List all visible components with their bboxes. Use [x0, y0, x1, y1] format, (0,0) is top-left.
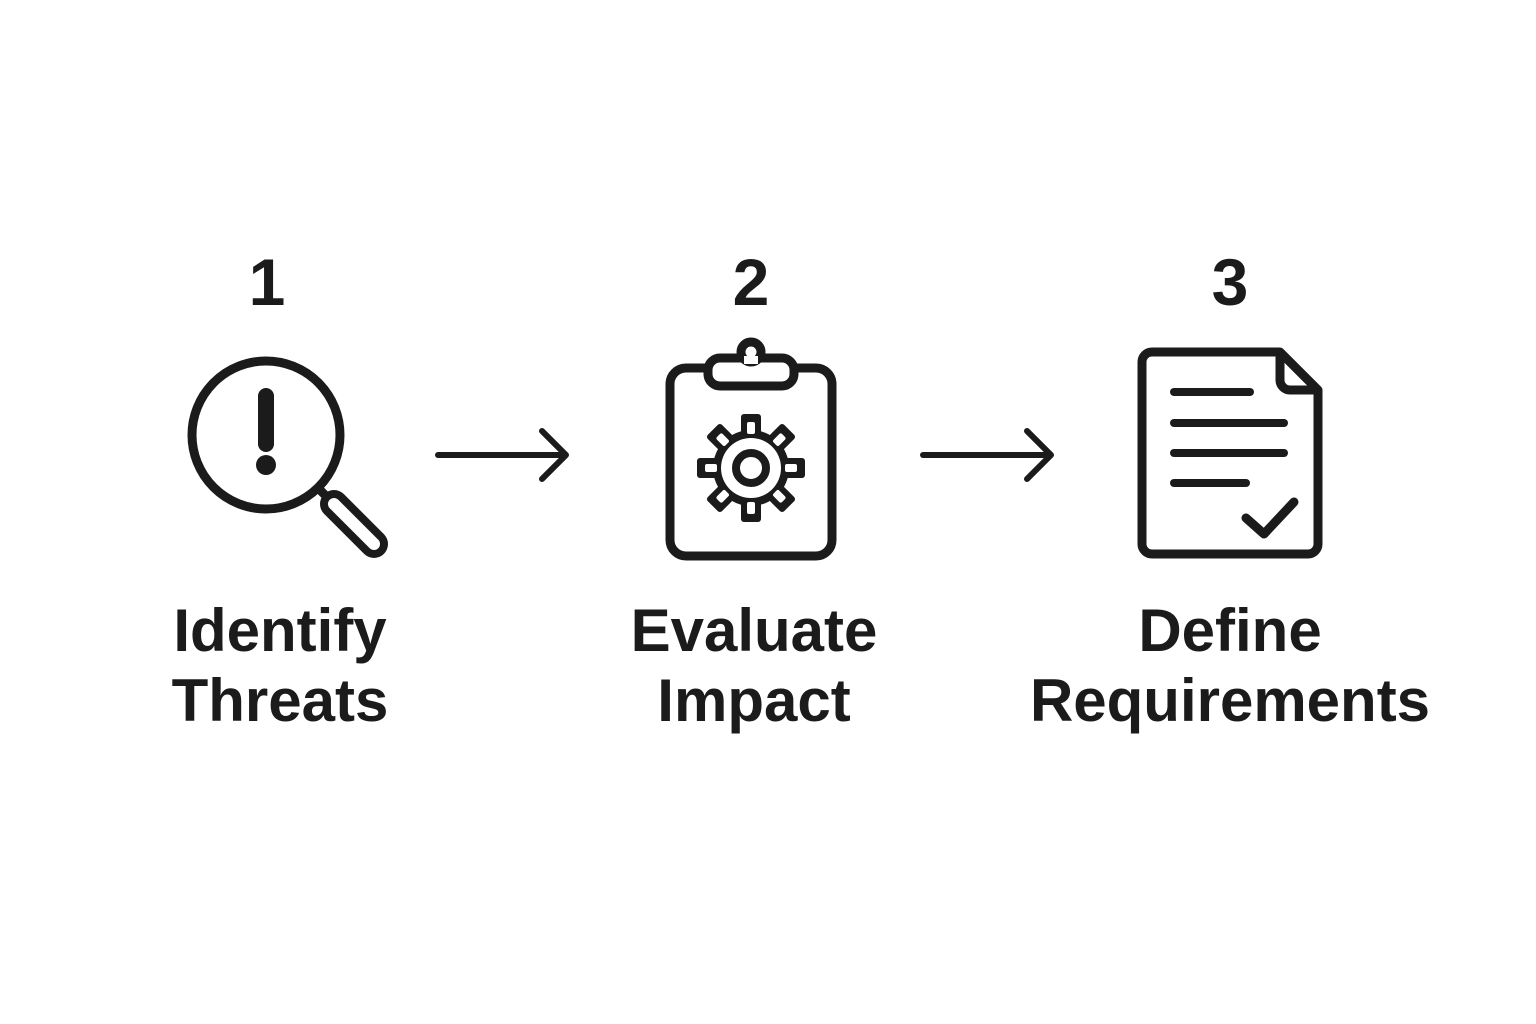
arrow-right-icon [435, 428, 569, 482]
step-2-label: Evaluate Impact [524, 596, 984, 736]
step-1-label-line-2: Threats [171, 667, 389, 734]
step-3-label-line-1: Define [1138, 597, 1322, 664]
clipboard-gear-icon [665, 337, 837, 561]
step-1-label: Identify Threats [50, 596, 510, 736]
step-1-label-line-1: Identify [173, 597, 387, 664]
document-check-icon [1137, 347, 1323, 559]
arrow-right-icon [920, 428, 1054, 482]
step-3-label: Define Requirements [1000, 596, 1460, 736]
step-3-number: 3 [1211, 245, 1249, 319]
step-2-label-line-1: Evaluate [630, 597, 878, 664]
step-3-label-line-2: Requirements [1029, 667, 1431, 734]
step-1-number: 1 [248, 245, 286, 319]
magnifier-alert-icon [187, 356, 388, 558]
step-2-label-line-2: Impact [657, 667, 851, 734]
step-2-number: 2 [732, 245, 770, 319]
